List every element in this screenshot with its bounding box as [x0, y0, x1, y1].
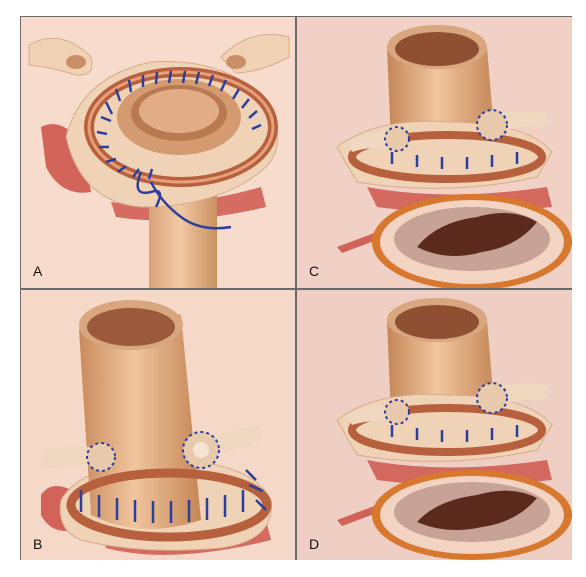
surgical-illustration-figure: A — [20, 16, 572, 560]
suture-lines — [390, 425, 519, 442]
suture-lines — [96, 70, 262, 230]
panel-c-illustration — [336, 25, 572, 288]
panel-d: D — [297, 290, 572, 560]
panel-a-illustration — [28, 34, 290, 288]
panel-label: B — [33, 536, 43, 552]
panel-label: A — [33, 263, 43, 279]
suture-lines — [390, 152, 519, 169]
panel-b: B — [21, 290, 295, 560]
panel-d-illustration — [336, 298, 572, 560]
panel-label: D — [309, 536, 320, 552]
panel-c: C — [297, 17, 572, 288]
suture-lines — [79, 469, 267, 523]
panel-a: A — [21, 17, 295, 288]
panel-b-illustration — [41, 300, 272, 555]
panel-label: C — [309, 263, 320, 279]
